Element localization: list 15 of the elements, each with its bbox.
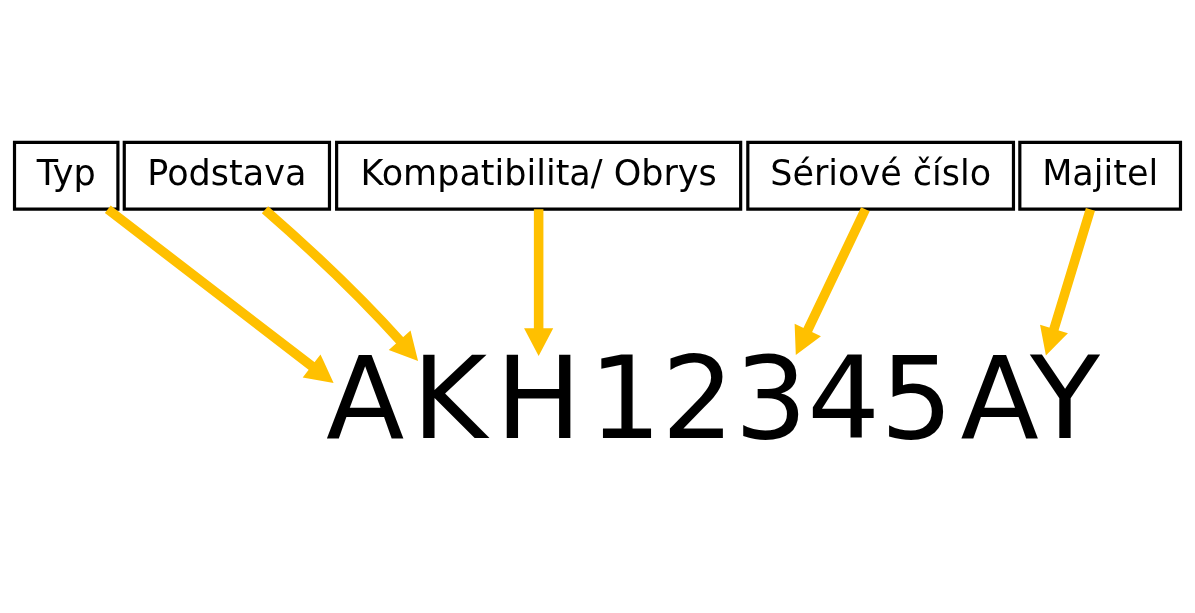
node-text: AY — [960, 331, 1100, 465]
node-text: 12345 — [588, 331, 954, 465]
node-box: Majitel — [1018, 140, 1183, 211]
node-text: A — [326, 331, 405, 465]
node-box: Podstava — [122, 140, 332, 211]
node-box: Sériové číslo — [746, 140, 1016, 211]
arrow — [261, 205, 419, 361]
node-box: Kompatibilita/ Obrys — [335, 140, 743, 211]
node-box: Typ — [12, 140, 120, 211]
arrow — [1040, 207, 1095, 356]
arrow — [794, 206, 870, 355]
arrow — [104, 205, 334, 383]
arrow — [524, 208, 554, 356]
node-text: K — [412, 331, 488, 465]
node-text: H — [495, 331, 582, 465]
